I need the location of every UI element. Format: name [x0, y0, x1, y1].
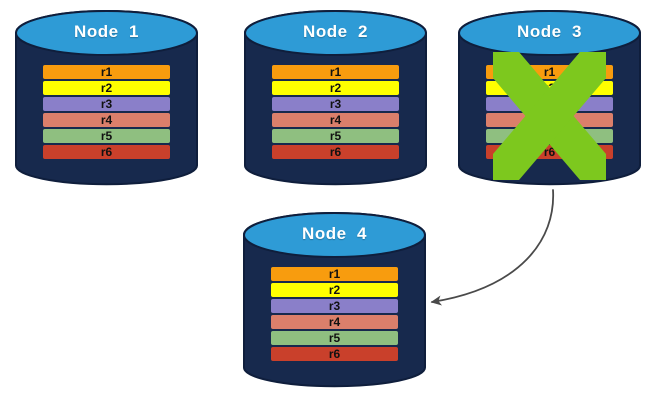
- row-stack: r1 r2 r3 r4 r5 r6: [457, 65, 642, 161]
- row-label: r3: [100, 97, 113, 111]
- data-row-r1[interactable]: r1: [271, 267, 398, 281]
- data-row-r2[interactable]: r2: [43, 81, 170, 95]
- data-row-r3[interactable]: r3: [486, 97, 613, 111]
- row-label: r3: [329, 97, 342, 111]
- row-label: r1: [543, 65, 556, 79]
- row-label: r1: [329, 65, 342, 79]
- data-row-r6[interactable]: r6: [43, 145, 170, 159]
- row-label: r6: [100, 145, 113, 159]
- data-row-r3[interactable]: r3: [43, 97, 170, 111]
- data-row-r1[interactable]: r1: [486, 65, 613, 79]
- data-row-r5[interactable]: r5: [271, 331, 398, 345]
- row-label: r5: [328, 331, 341, 345]
- row-stack: r1 r2 r3 r4 r5 r6: [242, 267, 427, 363]
- data-row-r5[interactable]: r5: [486, 129, 613, 143]
- row-label: r2: [543, 81, 556, 95]
- data-row-r2[interactable]: r2: [271, 283, 398, 297]
- row-label: r6: [328, 347, 341, 361]
- row-stack: r1 r2 r3 r4 r5 r6: [243, 65, 428, 161]
- row-label: r3: [328, 299, 341, 313]
- failover-arrow-path: [430, 189, 554, 306]
- cylinder-top-ellipse: [243, 212, 426, 258]
- data-row-r4[interactable]: r4: [43, 113, 170, 127]
- row-label: r1: [100, 65, 113, 79]
- row-label: r6: [329, 145, 342, 159]
- data-row-r2[interactable]: r2: [272, 81, 399, 95]
- row-label: r2: [100, 81, 113, 95]
- data-row-r4[interactable]: r4: [272, 113, 399, 127]
- row-label: r6: [543, 145, 556, 159]
- row-label: r4: [543, 113, 556, 127]
- row-label: r3: [543, 97, 556, 111]
- data-row-r6[interactable]: r6: [271, 347, 398, 361]
- row-label: r4: [329, 113, 342, 127]
- data-row-r4[interactable]: r4: [271, 315, 398, 329]
- row-label: r5: [329, 129, 342, 143]
- data-row-r3[interactable]: r3: [272, 97, 399, 111]
- data-row-r5[interactable]: r5: [43, 129, 170, 143]
- row-label: r4: [100, 113, 113, 127]
- cylinder-top-ellipse: [458, 10, 641, 56]
- row-label: r2: [328, 283, 341, 297]
- data-row-r1[interactable]: r1: [43, 65, 170, 79]
- data-row-r1[interactable]: r1: [272, 65, 399, 79]
- cylinder-top-ellipse: [244, 10, 427, 56]
- row-label: r5: [100, 129, 113, 143]
- data-row-r6[interactable]: r6: [486, 145, 613, 159]
- data-row-r3[interactable]: r3: [271, 299, 398, 313]
- data-row-r6[interactable]: r6: [272, 145, 399, 159]
- row-label: r5: [543, 129, 556, 143]
- row-stack: r1 r2 r3 r4 r5 r6: [14, 65, 199, 161]
- row-label: r1: [328, 267, 341, 281]
- data-row-r5[interactable]: r5: [272, 129, 399, 143]
- row-label: r2: [329, 81, 342, 95]
- data-row-r4[interactable]: r4: [486, 113, 613, 127]
- row-label: r4: [328, 315, 341, 329]
- data-row-r2[interactable]: r2: [486, 81, 613, 95]
- cylinder-top-ellipse: [15, 10, 198, 56]
